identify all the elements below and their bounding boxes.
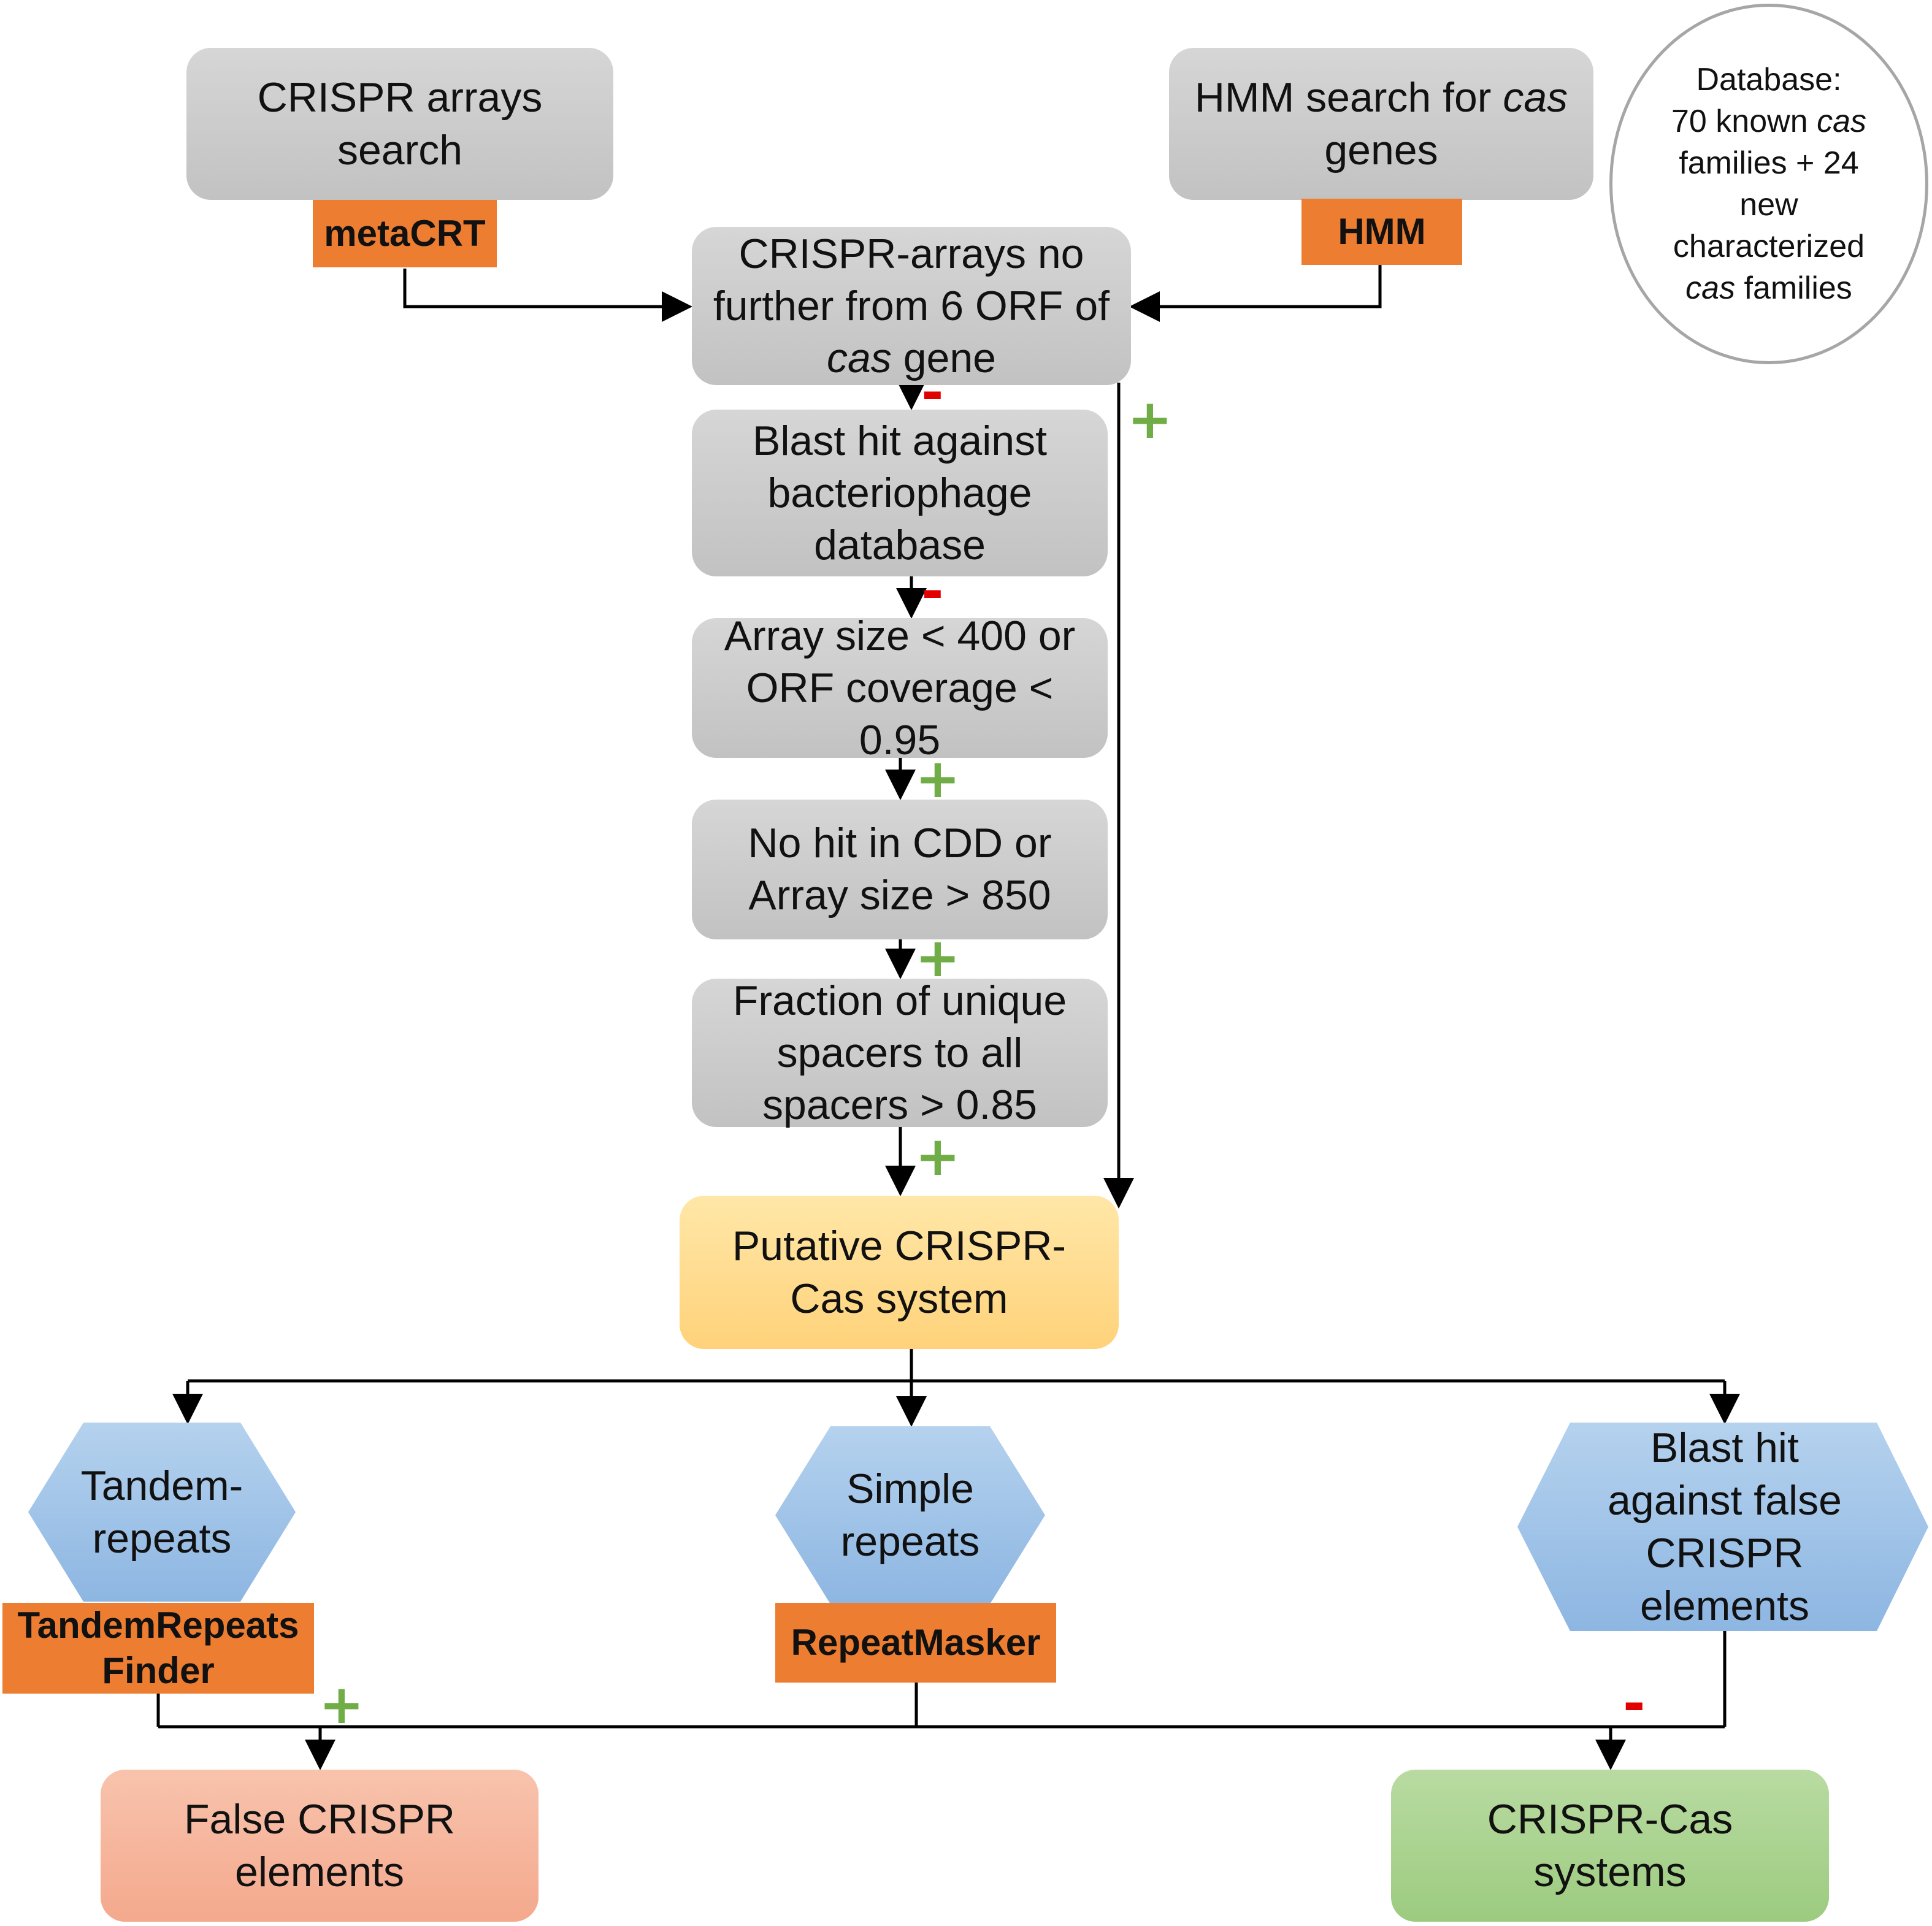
proximity-line2: further from 6 ORF of xyxy=(713,282,1110,329)
tandem-line2: repeats xyxy=(92,1515,232,1562)
false-blast-line1: Blast hit xyxy=(1650,1424,1799,1471)
plus-sign-tandem: + xyxy=(319,1673,364,1736)
false-crispr-elements-box: False CRISPR elements xyxy=(101,1770,539,1922)
database-line6-italic: cas xyxy=(1685,270,1736,306)
phage-blast-line3: database xyxy=(814,521,986,568)
false-blast-line2: against false xyxy=(1608,1477,1842,1524)
tandem-line1: Tandem- xyxy=(80,1462,243,1509)
spacers-line1: Fraction of unique xyxy=(732,977,1067,1024)
simple-line2: repeats xyxy=(840,1518,980,1565)
database-ellipse: Database: 70 known cas families + 24 new… xyxy=(1609,4,1928,364)
array-size-line2: ORF coverage < xyxy=(746,664,1054,711)
repeatmasker-tool-tag: RepeatMasker xyxy=(775,1603,1056,1683)
tandem-tag-line2: Finder xyxy=(102,1650,215,1691)
simple-hexagon-shape xyxy=(775,1426,1045,1604)
false-elements-line1: False CRISPR xyxy=(183,1796,456,1843)
plus-sign-cdd: + xyxy=(915,926,960,989)
crispr-cas-line2: systems xyxy=(1533,1849,1687,1895)
cdd-filter-box: No hit in CDD or Array size > 850 xyxy=(692,800,1108,939)
edge-metacrt-to-proximity xyxy=(403,269,692,322)
proximity-line1: CRISPR-arrays no xyxy=(738,230,1084,277)
crispr-search-line1: CRISPR arrays xyxy=(257,74,543,121)
plus-sign-proximity: + xyxy=(1127,388,1173,451)
proximity-line3-italic: cas xyxy=(826,334,892,381)
putative-line2: Cas system xyxy=(790,1275,1008,1322)
minus-sign-phage: - xyxy=(921,559,944,622)
crispr-search-line2: search xyxy=(337,127,463,174)
spacers-line2: spacers to all xyxy=(776,1029,1023,1076)
edge-hmm-to-proximity xyxy=(1129,265,1382,322)
unique-spacers-box: Fraction of unique spacers to all spacer… xyxy=(692,977,1108,1128)
array-size-line3: 0.95 xyxy=(859,716,941,763)
hmm-search-text: HMM search for xyxy=(1194,74,1503,121)
database-line6-text: families xyxy=(1735,270,1852,306)
false-elements-line2: elements xyxy=(235,1849,404,1895)
database-line1: Database: xyxy=(1696,62,1842,97)
tandemrepeatsfinder-tool-tag: TandemRepeats Finder xyxy=(2,1603,314,1694)
hmm-search-box: HMM search for cas genes xyxy=(1169,48,1593,200)
putative-line1: Putative CRISPR- xyxy=(732,1223,1067,1269)
database-line4: new xyxy=(1739,187,1798,223)
false-blast-line4: elements xyxy=(1640,1583,1809,1629)
false-blast-line3: CRISPR xyxy=(1646,1530,1804,1576)
minus-sign-falseblast: - xyxy=(1623,1672,1646,1735)
plus-sign-arraysize: + xyxy=(915,747,960,810)
cdd-line2: Array size > 850 xyxy=(748,872,1051,919)
crispr-arrays-search-box: CRISPR arrays search xyxy=(186,48,613,200)
array-size-box: Array size < 400 or ORF coverage < 0.95 xyxy=(692,613,1108,763)
minus-sign-proximity: - xyxy=(921,361,944,424)
database-line2-italic: cas xyxy=(1817,104,1866,139)
crispr-cas-systems-box: CRISPR-Cas systems xyxy=(1391,1770,1829,1922)
tandem-tag-line1: TandemRepeats xyxy=(17,1605,299,1646)
cdd-line1: No hit in CDD or xyxy=(748,820,1052,866)
proximity-filter-box: CRISPR-arrays no further from 6 ORF of c… xyxy=(692,227,1131,385)
proximity-line3-text: gene xyxy=(891,334,996,381)
phage-blast-line1: Blast hit against xyxy=(752,417,1048,464)
plus-sign-spacers: + xyxy=(915,1125,960,1188)
array-size-line1: Array size < 400 or xyxy=(724,612,1076,659)
simple-repeats-hexagon: Simple repeats xyxy=(775,1426,1045,1604)
hmm-search-line2: genes xyxy=(1324,127,1438,174)
database-line5: characterized xyxy=(1673,229,1865,264)
false-blast-hexagon-shape xyxy=(1517,1423,1928,1631)
phage-blast-line2: bacteriophage xyxy=(767,469,1032,516)
tandem-hexagon-shape xyxy=(28,1423,296,1602)
database-line2-text: 70 known xyxy=(1671,104,1817,139)
spacers-line3: spacers > 0.85 xyxy=(762,1081,1037,1128)
hmm-search-italic: cas xyxy=(1503,74,1568,121)
tandem-repeats-hexagon: Tandem- repeats xyxy=(28,1423,296,1602)
phage-blast-box: Blast hit against bacteriophage database xyxy=(692,410,1108,576)
database-line3: families + 24 xyxy=(1679,145,1859,181)
putative-system-box: Putative CRISPR- Cas system xyxy=(680,1196,1119,1349)
simple-line1: Simple xyxy=(846,1466,974,1512)
metacrt-tool-tag: metaCRT xyxy=(313,200,497,267)
hmm-tool-tag: HMM xyxy=(1301,199,1462,265)
false-blast-hexagon: Blast hit against false CRISPR elements xyxy=(1517,1423,1932,1631)
crispr-cas-line1: CRISPR-Cas xyxy=(1487,1796,1733,1843)
